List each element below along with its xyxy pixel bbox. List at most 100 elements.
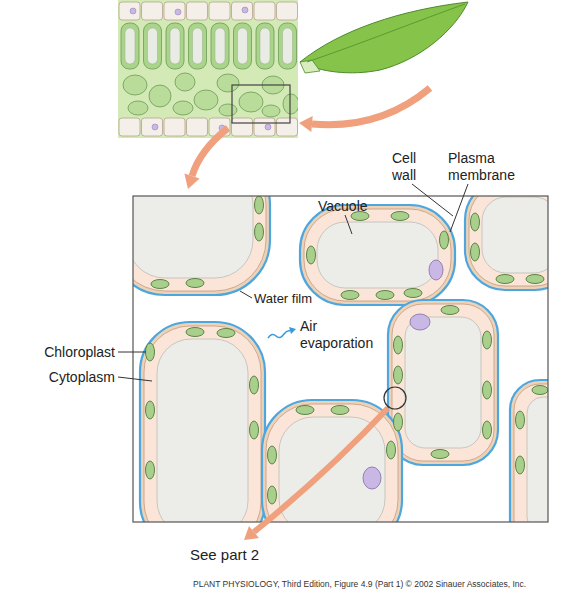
- leader-line: [240, 291, 252, 298]
- part-label: Vacuole: [318, 198, 388, 215]
- plastid-ellipse: [250, 421, 259, 439]
- leader-line: [118, 352, 146, 353]
- zoom-arrow: [192, 128, 228, 176]
- plastid-ellipse: [341, 291, 359, 300]
- plastid-ellipse: [532, 386, 548, 395]
- plastid-ellipse: [516, 411, 525, 429]
- leader-line: [345, 215, 352, 234]
- part-label: Air evaporation: [300, 318, 382, 352]
- nucleus-dot: [130, 8, 136, 14]
- sap-region: [157, 339, 248, 522]
- plastid-ellipse: [250, 376, 259, 394]
- epidermal-cell: [142, 2, 163, 20]
- sap-region: [283, 28, 293, 64]
- epidermal-cell: [277, 118, 298, 136]
- plastid-ellipse: [146, 461, 155, 479]
- arrow-head: [244, 526, 259, 540]
- mesophyll-background: [118, 0, 298, 138]
- spongy-cell: [173, 101, 193, 115]
- plastid-ellipse: [146, 343, 155, 361]
- plastid-ellipse: [431, 450, 449, 459]
- plastid-ellipse: [471, 213, 480, 231]
- squiggle-head: [289, 327, 296, 334]
- cell-top-middle: [300, 205, 455, 305]
- detail-arrow: [254, 408, 388, 532]
- leaf-midrib: [307, 4, 465, 62]
- nucleus-dot: [175, 9, 181, 15]
- sap-region: [405, 317, 481, 448]
- palisade-cell: [279, 23, 297, 69]
- sap-region: [148, 28, 158, 64]
- plastid-ellipse: [186, 279, 204, 288]
- part-label: Water film: [254, 290, 334, 307]
- leader-line: [450, 184, 468, 232]
- part-label: Cell wall: [392, 150, 434, 184]
- plastid-ellipse: [526, 275, 544, 284]
- spongy-cell: [175, 73, 195, 91]
- plastid-ellipse: [331, 406, 349, 415]
- detail-circle: [384, 387, 406, 409]
- protoplast: [133, 196, 266, 291]
- plastid-ellipse: [394, 336, 403, 354]
- epidermal-cell: [142, 118, 163, 136]
- cell-bottom-right: [510, 380, 548, 522]
- nuclei: [363, 260, 443, 489]
- arrow-head: [299, 116, 313, 132]
- cell-left: [140, 322, 265, 522]
- plastid-ellipse: [296, 406, 314, 415]
- sap-region: [238, 28, 248, 64]
- spongy-cell: [262, 105, 280, 117]
- epidermal-cell: [277, 2, 298, 20]
- spongy-cell: [217, 74, 239, 92]
- plastid-ellipse: [394, 366, 403, 384]
- zoom-box: [133, 196, 548, 522]
- plastid-ellipse: [483, 381, 492, 399]
- outer-layer: [465, 196, 548, 290]
- arrow-head: [184, 174, 199, 189]
- protoplast: [144, 326, 261, 522]
- evaporation-squiggle: [268, 331, 290, 338]
- plastid-ellipse: [440, 231, 449, 249]
- plastid-ellipse: [441, 306, 459, 315]
- inset-nuclei: [130, 7, 271, 131]
- sap-region: [279, 417, 385, 522]
- plastid-ellipse: [404, 289, 422, 298]
- zoom-arrow: [312, 88, 430, 125]
- spongy-layer: [123, 73, 298, 117]
- part-label: Chloroplast: [5, 344, 115, 361]
- palisade-cell: [144, 23, 162, 69]
- outer-layer: [510, 380, 548, 522]
- spongy-cell: [194, 90, 218, 110]
- protoplast: [304, 209, 451, 301]
- plastid-ellipse: [255, 223, 264, 241]
- palisade-cell: [256, 23, 274, 69]
- nucleus-dot: [265, 124, 271, 130]
- plastid-ellipse: [394, 413, 403, 431]
- part-label: See part 2: [190, 546, 300, 563]
- palisade-sap: [125, 28, 293, 64]
- protoplast: [514, 384, 548, 522]
- nucleus-ellipse: [410, 314, 430, 330]
- sap-region: [170, 28, 180, 64]
- sap-region: [527, 397, 548, 522]
- figure-caption: PLANT PHYSIOLOGY, Third Edition, Figure …: [193, 579, 526, 589]
- plastid-ellipse: [391, 212, 409, 221]
- epidermal-cell: [119, 118, 140, 136]
- sap-region: [125, 28, 135, 64]
- protoplast: [392, 304, 494, 461]
- plastid-ellipse: [268, 486, 277, 504]
- lower-epidermis: [119, 118, 298, 136]
- plastid-ellipse: [483, 421, 492, 439]
- epidermal-cell: [164, 2, 185, 20]
- plastid-ellipse: [483, 331, 492, 349]
- epidermal-cell: [187, 2, 208, 20]
- plastid-ellipse: [496, 275, 514, 284]
- plastid-ellipse: [186, 328, 204, 337]
- outer-layer: [133, 196, 270, 295]
- spongy-cell: [149, 85, 171, 107]
- palisade-cell: [211, 23, 229, 69]
- upper-epidermis: [119, 2, 298, 20]
- leader-line: [412, 184, 453, 216]
- epidermal-cell: [254, 2, 275, 20]
- epidermal-cell: [119, 2, 140, 20]
